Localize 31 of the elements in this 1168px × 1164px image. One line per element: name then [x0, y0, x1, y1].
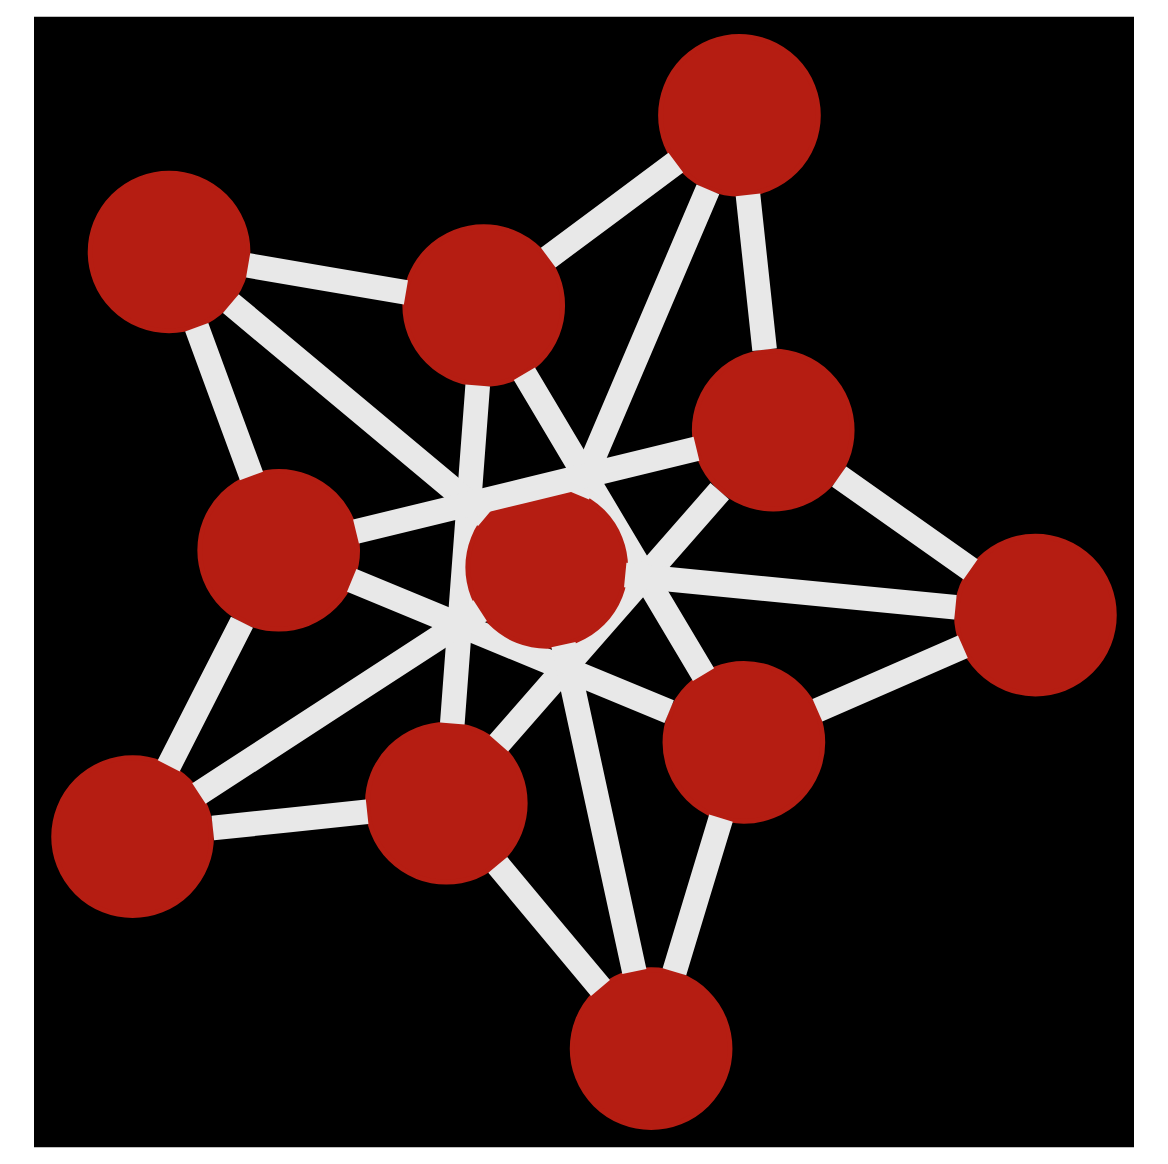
connector — [551, 642, 647, 975]
connector — [347, 569, 674, 723]
connector — [246, 253, 408, 305]
node-circle — [364, 721, 528, 885]
connector — [513, 367, 715, 681]
connector — [662, 814, 733, 976]
node-circle — [402, 224, 566, 387]
connector — [566, 184, 720, 500]
node-circle — [691, 348, 855, 512]
connector — [832, 466, 978, 580]
node-circle — [197, 468, 361, 632]
node-circle — [569, 967, 733, 1130]
connector — [192, 600, 487, 804]
node-circle — [465, 486, 629, 649]
connector — [812, 635, 968, 722]
connector — [157, 616, 253, 772]
connector — [624, 562, 957, 620]
node-circle — [954, 533, 1117, 697]
node-circle — [662, 661, 826, 824]
connector — [735, 193, 777, 351]
connector — [489, 483, 729, 752]
node-circle — [658, 34, 821, 197]
connector — [440, 384, 490, 725]
connector — [540, 152, 684, 268]
connector — [211, 799, 369, 841]
node-circle — [51, 755, 214, 918]
connector — [488, 857, 610, 996]
node-circle — [87, 170, 251, 334]
connector — [222, 294, 494, 527]
connector — [353, 436, 700, 544]
connector — [185, 323, 263, 481]
